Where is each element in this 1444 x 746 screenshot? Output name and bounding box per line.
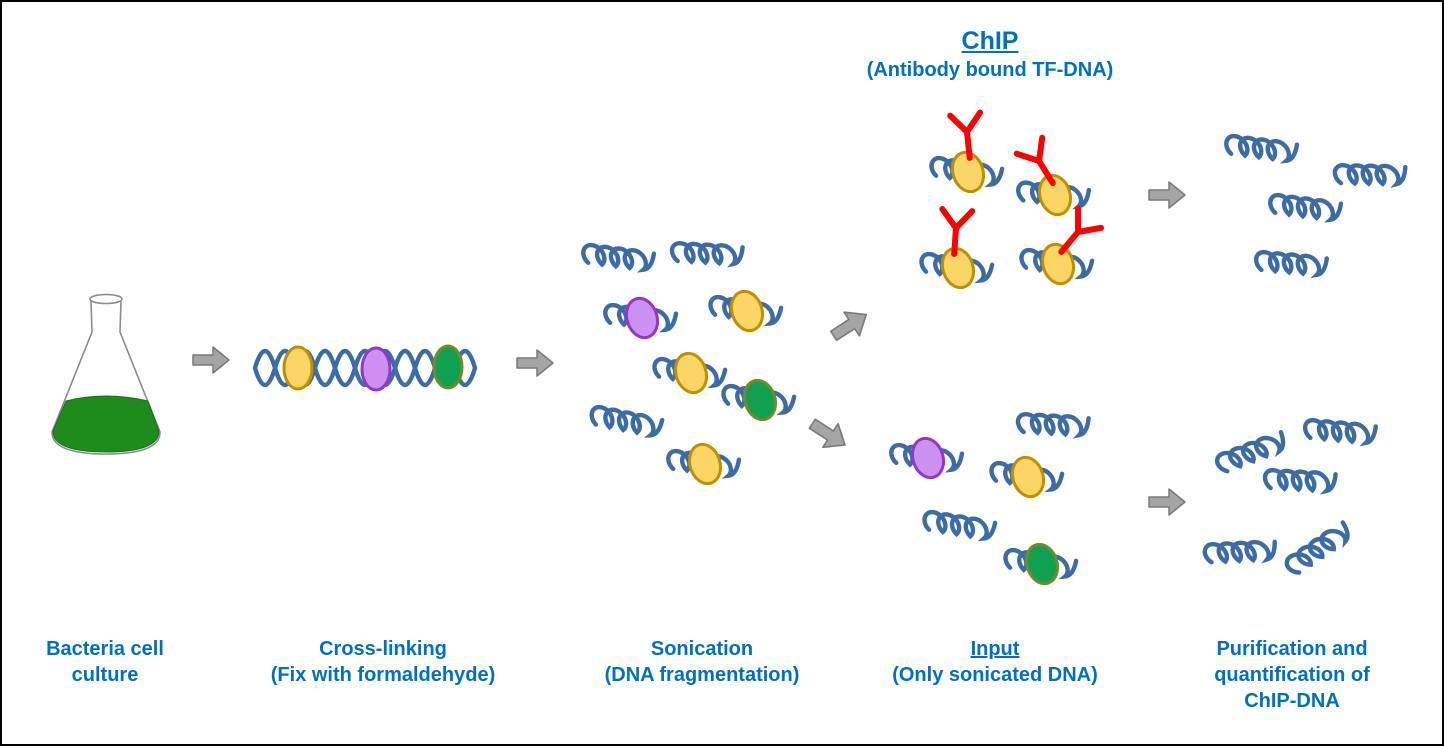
tf-oval-yellow	[282, 345, 314, 391]
label-line: Bacteria cell	[46, 638, 164, 660]
tf-oval-yellow	[673, 351, 709, 395]
dna-fragment-icon	[923, 500, 998, 550]
dna-fragment-icon	[1333, 145, 1410, 203]
tf-oval-purple	[624, 296, 660, 340]
flask-liquid	[52, 395, 160, 453]
crosslinked-dna-complex	[252, 344, 478, 392]
antibody-tf-dna-complex	[930, 113, 1005, 196]
step-label-sonication: Sonication (DNA fragmentation)	[577, 636, 827, 688]
antibody-y-icon	[950, 113, 984, 160]
tf-dna-complex-yellow	[667, 437, 743, 489]
arrow-icon-to-input-branch	[803, 411, 854, 458]
tf-oval-purple	[360, 346, 392, 392]
tf-dna-complex-yellow	[653, 347, 728, 397]
step-label-purification: Purification and quantification of ChIP-…	[1172, 636, 1412, 714]
tf-oval-yellow	[1010, 455, 1046, 499]
step-label-cross-linking: Cross-linking (Fix with formaldehyde)	[258, 636, 508, 688]
tf-oval-yellow	[1037, 173, 1073, 217]
dna-fragment-icon	[590, 397, 664, 445]
arrow-icon-input-to-purified	[1148, 488, 1186, 516]
label-line: Purification and	[1216, 638, 1368, 660]
tf-oval-yellow	[940, 246, 976, 290]
tf-dna-complex-green	[1004, 538, 1079, 588]
antibody-tf-dna-complex	[920, 209, 995, 292]
tf-dna-complex-green	[722, 374, 797, 424]
chip-heading-text: ChIP	[961, 27, 1019, 55]
label-line: Cross-linking	[319, 638, 447, 660]
antibody-tf-dna-complex	[1016, 138, 1092, 221]
arrow-icon-step1-step2	[192, 346, 230, 374]
dna-fragment-icon	[1269, 181, 1345, 233]
label-line: ChIP-DNA	[1244, 690, 1340, 712]
label-line: (Fix with formaldehyde)	[270, 664, 496, 686]
label-line: (Only sonicated DNA)	[892, 664, 1098, 686]
tf-oval-green	[742, 378, 778, 422]
dna-fragment-icon	[1303, 404, 1379, 458]
label-line: (DNA fragmentation)	[604, 664, 800, 686]
dna-fragment-icon	[670, 225, 747, 281]
tf-oval-purple	[910, 436, 946, 480]
label-line: Sonication	[650, 638, 754, 660]
label-line: culture	[71, 664, 139, 686]
arrow-icon-chip-to-purified	[1148, 181, 1186, 209]
dna-fragment-icon	[1016, 396, 1093, 452]
dna-fragment-icon	[1284, 509, 1354, 586]
dna-fragment-icon	[1254, 236, 1330, 290]
erlenmeyer-flask-icon	[51, 293, 161, 455]
dna-fragment-icon	[582, 231, 658, 283]
tf-dna-complex-purple	[890, 431, 966, 483]
arrow-icon-step2-step3	[516, 349, 554, 377]
tf-oval-yellow	[950, 150, 986, 194]
label-line: quantification of	[1214, 664, 1370, 686]
antibody-y-icon	[939, 209, 972, 255]
chip-branch-cluster	[920, 113, 1101, 292]
step-label-bacteria-cell-culture: Bacteria cell culture	[20, 636, 190, 688]
antibody-tf-dna-complex	[1020, 209, 1101, 288]
step-label-input: Input (Only sonicated DNA)	[870, 636, 1120, 688]
arrow-icon-to-chip-branch	[825, 302, 875, 349]
tf-dna-complex-yellow	[990, 451, 1065, 501]
dna-fragment-icon	[1202, 520, 1280, 582]
purified-chip-dna-fragments	[1225, 122, 1410, 290]
chip-subheading-text: (Antibody bound TF-DNA)	[866, 59, 1114, 81]
purified-input-dna-fragments	[1202, 404, 1379, 587]
tf-oval-yellow	[1040, 242, 1076, 286]
sonication-cluster	[582, 225, 797, 489]
tf-oval-yellow	[729, 289, 765, 333]
dna-fragment-icon	[1263, 452, 1340, 508]
tf-oval-yellow	[687, 442, 723, 486]
tf-dna-complex-purple	[604, 291, 680, 343]
input-branch-cluster	[890, 396, 1093, 588]
chip-branch-heading: ChIP (Antibody bound TF-DNA)	[840, 26, 1140, 83]
label-line: Input	[970, 638, 1020, 660]
dna-fragment-icon	[1225, 122, 1301, 174]
tf-dna-complex-yellow	[709, 285, 784, 335]
tf-oval-green	[432, 344, 464, 390]
tf-oval-green	[1024, 542, 1060, 586]
